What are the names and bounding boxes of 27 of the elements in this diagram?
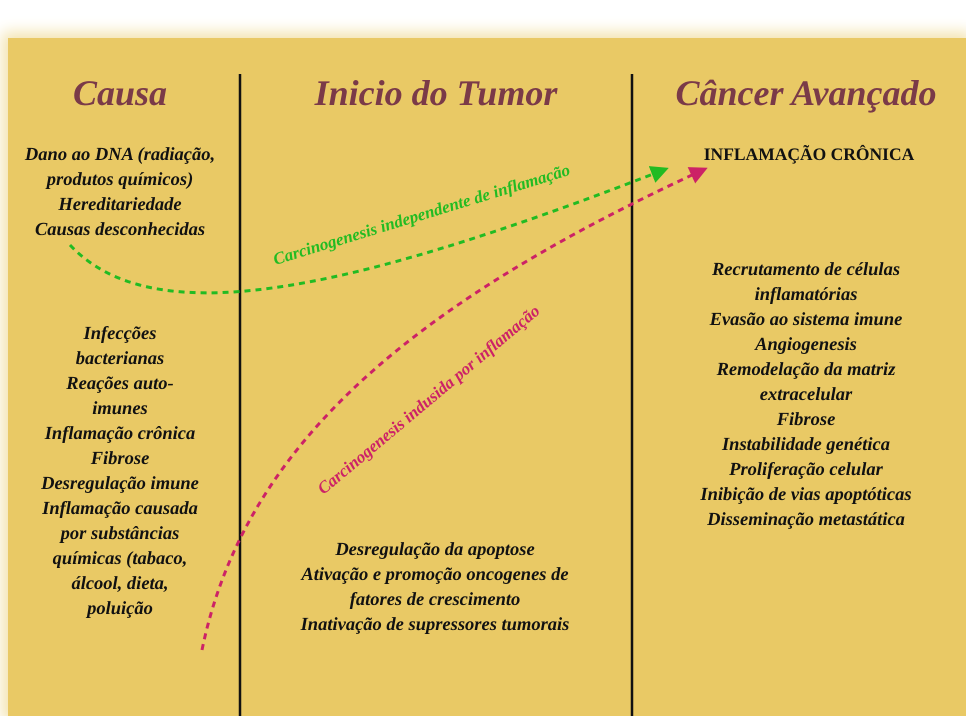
list-item: Desregulação da apoptose	[334, 539, 536, 562]
cause-item: Inflamação crônica	[44, 423, 196, 446]
cause-item: Reações auto-imunes	[65, 373, 175, 421]
cause-item: Desregulação imune	[40, 473, 200, 496]
cause-item: Dano ao DNA (radiação, produtos químicos)	[24, 144, 216, 192]
cause-item: Fibrose	[90, 448, 150, 471]
list-item: Proliferação celular	[728, 459, 884, 482]
list-item: Remodelação da matriz extracelular	[716, 359, 896, 407]
list-item: Inativação de supressores tumorais	[300, 614, 570, 637]
list-item: Angiogenesis	[753, 334, 858, 357]
list-item: Inibição de vias apoptóticas	[699, 484, 913, 507]
list-item: Instabilidade genética	[720, 434, 892, 457]
heading-text: INFLAMAÇÃO CRÔNICA	[664, 141, 954, 167]
arrow	[200, 167, 708, 650]
list-item: Recrutamento de células inflamatórias	[710, 259, 902, 307]
column-heading: Inicio do Tumor	[313, 72, 558, 114]
list-item: Disseminação metastática	[706, 509, 906, 532]
cause-item: Infecções bacterianas	[74, 323, 166, 371]
cause-item: Causas desconhecidas	[34, 219, 206, 242]
list-item: Ativação e promoção oncogenes de fatores de crescimento	[300, 564, 570, 612]
cause-item: Hereditariedade	[57, 194, 183, 217]
list-item: Evasão ao sistema imune	[708, 309, 904, 332]
arrow	[69, 166, 669, 294]
column-heading: Causa	[72, 72, 168, 114]
list-item: Fibrose	[776, 409, 836, 432]
column-heading: Câncer Avançado	[674, 72, 938, 114]
cause-item: Inflamação causada por substâncias químicas (tabaco, álcool, dieta, poluição	[41, 498, 199, 621]
